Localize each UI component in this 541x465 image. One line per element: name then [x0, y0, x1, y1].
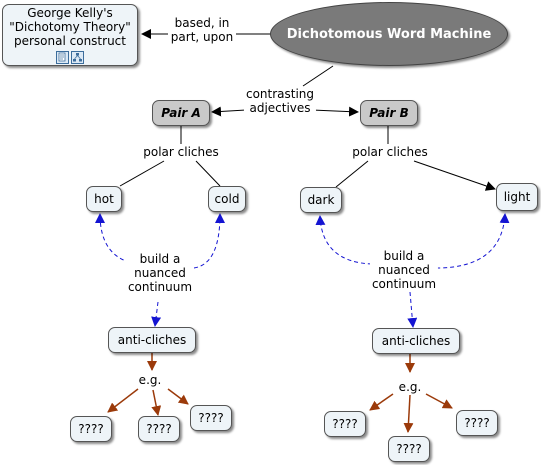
- title-node-dichotomous-word-machine[interactable]: Dichotomous Word Machine: [270, 2, 508, 66]
- dashed-link-build-b-to-anti: [407, 291, 418, 328]
- link-label-build-continuum-b: build a nuanced continuum: [369, 249, 439, 291]
- link-contrasting-to-pair-b: [311, 106, 359, 117]
- example-a-1[interactable]: ????: [70, 416, 112, 442]
- example-b-1[interactable]: ????: [324, 411, 366, 437]
- link-label-build-continuum-a: build a nuanced continuum: [125, 252, 195, 294]
- link-title-to-contrasting: [302, 65, 334, 87]
- concept-anti-cliches-b[interactable]: anti-cliches: [372, 328, 460, 354]
- example-a-3[interactable]: ????: [190, 405, 232, 431]
- concept-hot[interactable]: hot: [86, 186, 122, 212]
- example-a-2[interactable]: ????: [138, 416, 180, 442]
- dashed-link-build-b-to-dark: [315, 215, 373, 265]
- link-eg-b-to-ex2: [403, 394, 414, 433]
- link-label-polar-cliches-a: polar cliches: [141, 145, 221, 159]
- kelly-line-2: "Dichotomy Theory": [9, 20, 131, 34]
- example-b-3[interactable]: ????: [456, 410, 498, 436]
- link-polar-a-to-cold: [195, 160, 221, 187]
- concept-dark[interactable]: dark: [300, 187, 342, 213]
- concept-light[interactable]: light: [496, 183, 538, 211]
- link-polar-b-to-light: [413, 160, 496, 191]
- dashed-link-build-b-to-light: [435, 213, 510, 269]
- link-polar-b-to-dark: [335, 160, 369, 188]
- link-eg-b-to-ex1: [369, 393, 394, 411]
- link-label-contrasting-adjectives: contrasting adjectives: [243, 87, 317, 115]
- example-b-2[interactable]: ????: [388, 436, 430, 462]
- link-label-based-on: based, in part, upon: [168, 16, 236, 44]
- dashed-link-build-a-to-anti: [151, 301, 162, 327]
- document-icon[interactable]: [55, 51, 69, 64]
- link-eg-b-to-ex3: [425, 393, 453, 409]
- link-eg-a-to-ex1: [107, 388, 139, 413]
- kelly-line-3: personal construct: [14, 34, 126, 48]
- link-contrasting-to-pair-a: [211, 106, 247, 117]
- link-polar-a-to-hot: [119, 160, 165, 187]
- pair-b-node[interactable]: Pair B: [360, 100, 418, 126]
- concept-george-kelly[interactable]: George Kelly's "Dichotomy Theory" person…: [2, 4, 138, 66]
- link-eg-a-to-ex3: [167, 388, 189, 405]
- link-eg-a-to-ex2: [151, 389, 162, 416]
- title-node-label: Dichotomous Word Machine: [286, 26, 492, 42]
- link-label-eg-b: e.g.: [396, 380, 424, 394]
- concept-anti-cliches-a[interactable]: anti-cliches: [108, 327, 196, 353]
- link-label-polar-cliches-b: polar cliches: [350, 145, 430, 159]
- dashed-link-build-a-to-cold: [193, 213, 225, 269]
- kelly-line-1: George Kelly's: [27, 6, 113, 20]
- concept-cold[interactable]: cold: [208, 186, 246, 212]
- link-label-eg-a: e.g.: [136, 373, 164, 387]
- concept-map-icon[interactable]: [70, 51, 84, 64]
- pair-a-node[interactable]: Pair A: [152, 100, 210, 126]
